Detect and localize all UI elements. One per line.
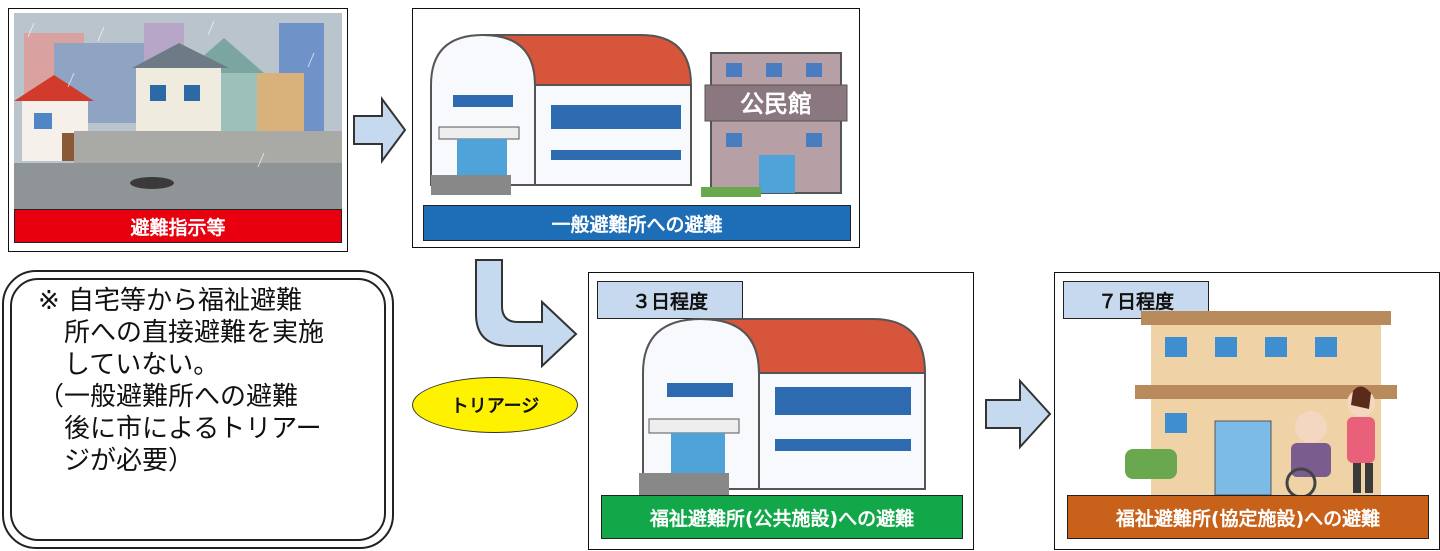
duration-tag-3-days: ３日程度 <box>597 281 743 319</box>
general-shelter-label: 一般避難所への避難 <box>423 205 851 241</box>
curved-arrow-icon <box>475 259 578 369</box>
welfare-public-label: 福祉避難所(公共施設)への避難 <box>601 495 963 539</box>
school-and-community-hall-illustration: 公民館 <box>430 33 848 197</box>
welfare-public-panel: ３日程度 福祉避難所(公共施設)への避難 <box>588 272 974 550</box>
welfare-agreement-panel: ７日程度 福祉避難所(協定施設)への避難 <box>1054 272 1440 550</box>
evacuation-order-label: 避難指示等 <box>14 209 342 243</box>
school-illustration <box>639 317 927 495</box>
note-line: （一般避難所への避難 <box>38 382 299 412</box>
evacuation-order-panel: 避難指示等 <box>8 8 348 252</box>
note-line: ※ 自宅等から福祉避難 <box>38 286 303 316</box>
note-line: ジが必要） <box>38 446 195 476</box>
note-box <box>2 270 394 549</box>
note-line: 所への直接避難を実施 <box>38 318 325 348</box>
rainy-town-illustration <box>14 13 342 209</box>
community-hall-sign: 公民館 <box>740 90 812 118</box>
note-text: ※ 自宅等から福祉避難 所への直接避難を実施 していない。 （一般避難所への避難… <box>38 285 358 477</box>
general-shelter-panel: 公民館 一般避難所への避難 <box>412 8 860 248</box>
note-line: していない。 <box>38 350 220 380</box>
triage-badge: トリアージ <box>412 377 578 433</box>
welfare-agreement-label: 福祉避難所(協定施設)への避難 <box>1067 495 1429 539</box>
care-facility-illustration <box>1125 311 1397 497</box>
right-arrow-icon <box>353 96 407 164</box>
right-arrow-icon <box>985 378 1052 450</box>
note-line: 後に市によるトリアー <box>38 414 322 444</box>
